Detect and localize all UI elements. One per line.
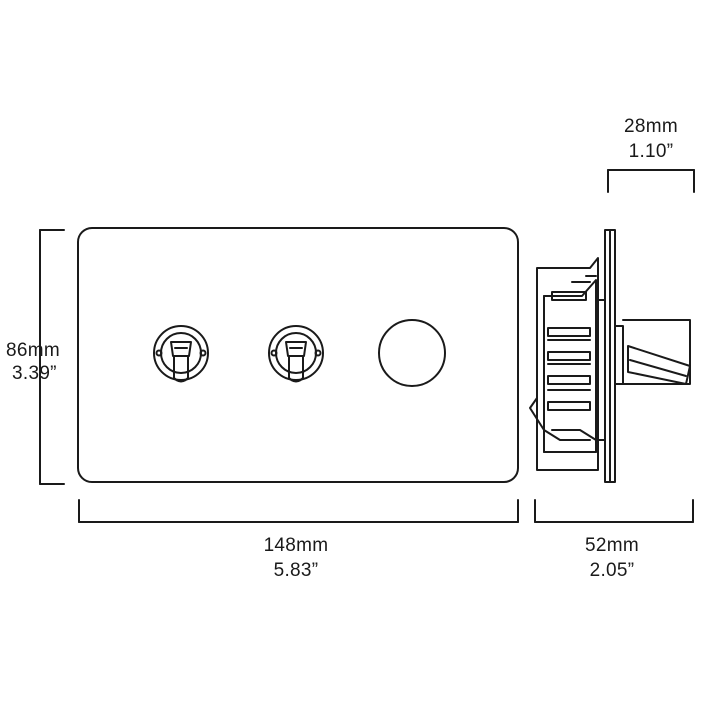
depth-top-inch-label: 1.10” [628, 141, 674, 162]
dimension-width [78, 499, 519, 523]
width-inch-label: 5.83” [273, 560, 319, 581]
dimension-height [39, 229, 65, 485]
front-plate [77, 227, 519, 483]
height-mm-label: 86mm [6, 340, 60, 361]
height-inch-label: 3.39” [12, 363, 57, 384]
width-mm-label: 148mm [263, 535, 329, 556]
dimension-depth-top [607, 169, 695, 193]
toggle-switch-left [153, 325, 209, 383]
dimmer-knob [378, 319, 446, 387]
dimension-depth-side [534, 499, 694, 523]
depth-side-inch-label: 2.05” [589, 560, 635, 581]
depth-top-mm-label: 28mm [624, 116, 678, 137]
toggle-switch-right [268, 325, 324, 383]
depth-side-mm-label: 52mm [585, 535, 639, 556]
side-view [529, 229, 691, 483]
